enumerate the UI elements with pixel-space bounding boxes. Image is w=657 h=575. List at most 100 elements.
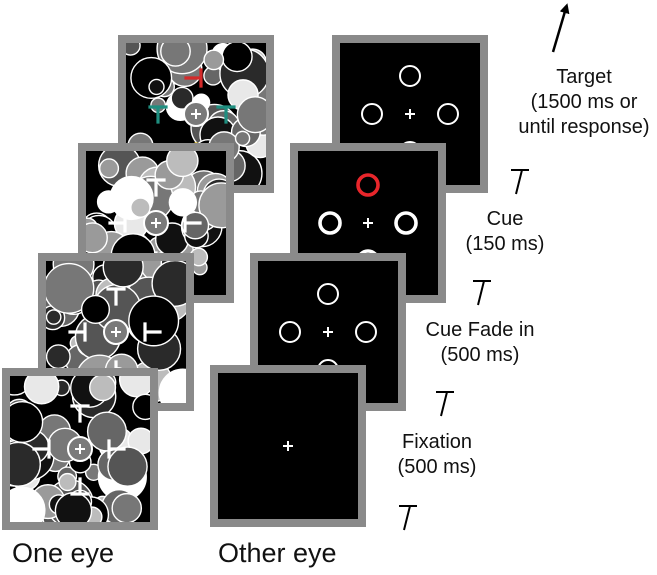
t-stroke: [68, 322, 87, 342]
t-stroke: [183, 213, 202, 233]
time-arrow-icon: [551, 3, 570, 53]
timeline-tick-3: [436, 391, 454, 417]
fixation-plus-icon: [191, 109, 201, 119]
fixation-plus-icon: [111, 327, 121, 337]
fixation-plus-icon: [283, 441, 293, 451]
t-stroke: [143, 322, 162, 342]
clutter-circle: [10, 486, 46, 522]
stage-duration: (150 ms): [465, 233, 545, 255]
stage-duration: (1500 ms or: [530, 91, 638, 113]
placeholder-circle: [437, 103, 459, 125]
clutter-circle: [10, 400, 44, 443]
placeholder-circle: [355, 321, 377, 343]
t-stroke: [106, 287, 126, 306]
teal-target-icon: [216, 105, 236, 124]
clutter-circle: [128, 295, 180, 347]
placeholder-circle: [318, 211, 342, 235]
white-t-icon: [108, 213, 127, 233]
stage-label-target: Target (1500 ms or until response): [514, 65, 654, 140]
timeline-tick-4: [399, 505, 417, 531]
white-t-icon: [106, 287, 126, 306]
stage-name: Target: [556, 66, 612, 88]
stage-duration: (500 ms): [440, 344, 520, 366]
placeholder-circle: [399, 65, 421, 87]
clutter-circle: [58, 472, 77, 492]
red-cue-circle: [356, 173, 380, 197]
red-target-icon: [184, 68, 203, 88]
t-stroke: [216, 105, 236, 124]
timeline: [399, 3, 570, 531]
white-t-icon: [143, 322, 162, 342]
fixation-plus-icon: [363, 218, 373, 228]
clutter-circle: [166, 151, 199, 178]
clutter-circle: [46, 344, 71, 370]
clutter-circle: [46, 309, 62, 325]
t-stroke: [107, 439, 126, 459]
placeholder-circle: [279, 321, 301, 343]
fixation-plus-icon: [323, 327, 333, 337]
fixation-plus-icon: [151, 218, 161, 228]
one-eye-panel-stack: [2, 35, 274, 530]
clutter-circle: [111, 492, 143, 522]
clutter-circle: [234, 130, 251, 147]
one-eye-panel-4: [2, 368, 158, 530]
clutter-circle: [80, 294, 111, 325]
clutter-circle: [132, 393, 150, 421]
clutter-circle: [102, 261, 144, 288]
clutter-circle: [86, 222, 108, 254]
clutter-circle: [89, 376, 117, 402]
stage-duration: (500 ms): [397, 456, 477, 478]
t-stroke: [148, 105, 168, 124]
clutter-circle: [151, 261, 186, 307]
teal-target-icon: [148, 105, 168, 124]
stage-label-cue-fade-in: Cue Fade in (500 ms): [405, 318, 555, 368]
stage-duration-cont: until response): [518, 116, 650, 138]
stage-label-fixation: Fixation (500 ms): [382, 430, 492, 480]
clutter-circle: [236, 96, 266, 134]
t-stroke: [184, 68, 203, 88]
clutter-circle: [130, 197, 151, 218]
stage-name: Fixation: [401, 431, 473, 453]
clutter-circle: [107, 446, 148, 487]
clutter-circle: [170, 86, 194, 110]
timeline-tick-2: [473, 280, 491, 306]
other-eye-panel-4: [210, 365, 366, 527]
clutter-circle: [148, 78, 165, 96]
placeholder-circle: [394, 211, 418, 235]
white-t-icon: [32, 439, 51, 459]
clutter-circle: [203, 49, 225, 71]
fixation-plus-icon: [75, 444, 85, 454]
one-eye-label: One eye: [12, 538, 115, 568]
circle-clutter: [10, 376, 150, 522]
t-stroke: [146, 178, 166, 197]
white-t-icon: [68, 322, 87, 342]
stage-name: Cue: [486, 208, 524, 230]
clutter-circle: [98, 158, 120, 179]
t-stroke: [70, 404, 90, 423]
clutter-circle: [86, 411, 127, 452]
clutter-circle: [160, 43, 191, 67]
clutter-circle: [158, 368, 186, 403]
stage-label-cue: Cue (150 ms): [460, 207, 550, 257]
clutter-circle: [181, 211, 210, 240]
white-t-icon: [107, 439, 126, 459]
clutter-circle: [221, 43, 253, 73]
clutter-circle: [46, 262, 95, 314]
clutter-circle: [23, 376, 60, 405]
clutter-circle: [126, 43, 141, 56]
white-t-icon: [146, 178, 166, 197]
clutter-circle: [168, 188, 198, 217]
timeline-tick-1: [511, 169, 529, 195]
t-stroke: [32, 439, 51, 459]
other-eye-panel-stack: [210, 35, 488, 527]
placeholder-circle: [361, 103, 383, 125]
other-eye-label: Other eye: [218, 538, 337, 568]
white-t-icon: [70, 404, 90, 423]
placeholder-circle: [317, 283, 339, 305]
t-stroke: [108, 213, 127, 233]
white-t-icon: [183, 213, 202, 233]
stage-name: Cue Fade in: [425, 319, 535, 341]
white-t-icon: [70, 477, 90, 496]
fixation-plus-icon: [405, 109, 415, 119]
